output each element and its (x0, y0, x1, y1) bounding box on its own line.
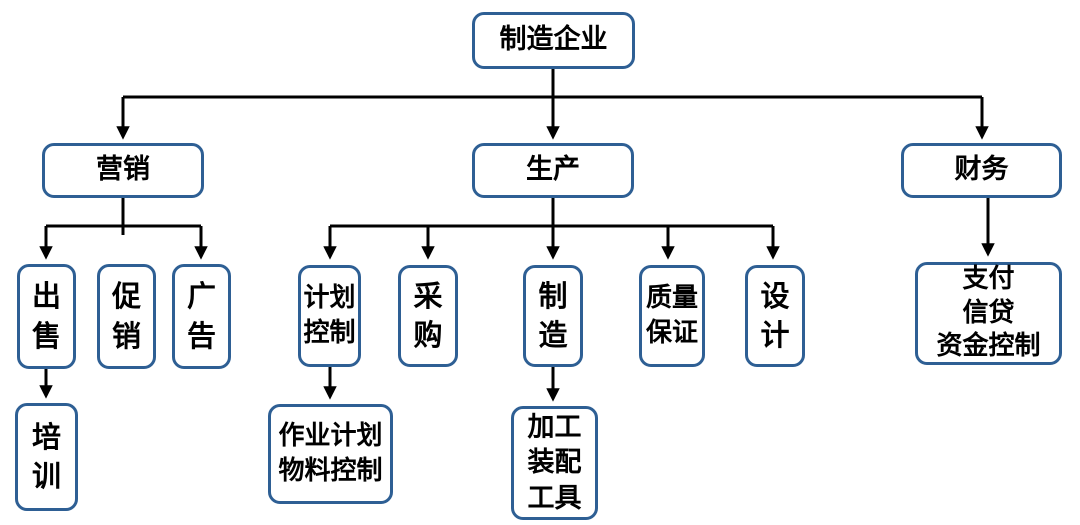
node-sales: 出 售 (17, 264, 76, 369)
node-marketing: 营销 (42, 143, 204, 198)
node-processing-assembly-tools: 加工 装配 工具 (511, 406, 598, 520)
node-advertising: 广 告 (172, 264, 231, 369)
node-manufacturing: 制 造 (523, 265, 583, 367)
node-finance: 财务 (901, 143, 1062, 198)
node-production: 生产 (472, 143, 634, 198)
node-payment-credit-funds-control: 支付 信贷 资金控制 (915, 262, 1062, 365)
node-quality-assurance: 质量 保证 (639, 265, 705, 367)
node-design: 设 计 (745, 265, 805, 367)
node-purchasing: 采 购 (398, 265, 458, 367)
node-training: 培 训 (15, 403, 78, 511)
node-job-planning-material-control: 作业计划 物料控制 (268, 404, 393, 504)
node-promotion: 促 销 (97, 264, 156, 369)
node-manufacturing-enterprise: 制造企业 (472, 12, 635, 69)
node-planning-control: 计划 控制 (298, 265, 361, 367)
